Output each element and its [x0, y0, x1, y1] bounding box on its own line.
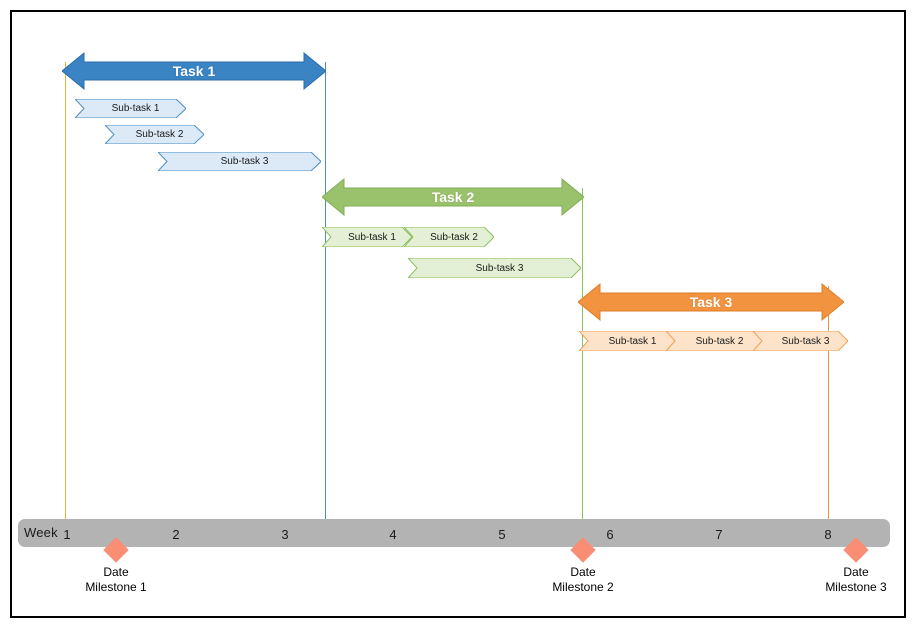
guide-line-task3-end — [828, 286, 829, 519]
task3-arrow-shape — [577, 282, 845, 322]
axis-tick-5: 5 — [498, 527, 506, 542]
task1-subtask-2[interactable]: Sub-task 2 — [105, 125, 204, 144]
milestone-3-label: Date Milestone 3 — [825, 565, 886, 595]
guide-line-task1-end — [325, 62, 326, 519]
axis-tick-1: 1 — [63, 527, 71, 542]
task-bar-task3[interactable]: Task 3 — [577, 281, 845, 323]
task3-subtask-3[interactable]: Sub-task 3 — [753, 331, 848, 351]
task1-subtask-1-shape — [75, 99, 186, 118]
milestone-2-line2: Milestone 2 — [552, 580, 614, 594]
task1-subtask-3[interactable]: Sub-task 3 — [158, 152, 321, 171]
axis-tick-2: 2 — [172, 527, 180, 542]
milestone-3[interactable]: Date Milestone 3 — [815, 537, 897, 601]
task3-subtask-2[interactable]: Sub-task 2 — [666, 331, 763, 351]
axis-week-label: Week — [24, 525, 58, 540]
axis-tick-8: 8 — [824, 527, 832, 542]
task3-subtask-3-shape — [753, 331, 848, 351]
timeline-axis-bar — [18, 519, 890, 547]
guide-line-task2-end — [582, 188, 583, 519]
task3-subtask-1[interactable]: Sub-task 1 — [579, 331, 676, 351]
task2-arrow-shape — [321, 177, 585, 217]
milestone-2-line1: Date — [570, 565, 596, 579]
milestone-1-line2: Milestone 1 — [85, 580, 147, 594]
task2-subtask-3[interactable]: Sub-task 3 — [408, 258, 581, 278]
chart-frame-border — [10, 10, 906, 618]
task2-subtask-1[interactable]: Sub-task 1 — [322, 227, 412, 247]
axis-tick-6: 6 — [606, 527, 614, 542]
task1-subtask-2-shape — [105, 125, 204, 144]
task1-subtask-3-shape — [158, 152, 321, 171]
task-bar-task2[interactable]: Task 2 — [321, 176, 585, 218]
milestone-3-line2: Milestone 3 — [825, 580, 887, 594]
task2-subtask-2-shape — [404, 227, 494, 247]
task2-subtask-3-shape — [408, 258, 581, 278]
milestone-1-line1: Date — [103, 565, 129, 579]
task2-subtask-2[interactable]: Sub-task 2 — [404, 227, 494, 247]
task-bar-task1[interactable]: Task 1 — [61, 50, 327, 92]
milestone-2[interactable]: Date Milestone 2 — [542, 537, 624, 601]
task1-arrow-shape — [61, 51, 327, 91]
milestone-1-label: Date Milestone 1 — [85, 565, 146, 595]
milestone-2-diamond-icon — [570, 537, 596, 563]
axis-tick-3: 3 — [281, 527, 289, 542]
guide-line-task1-start — [65, 62, 66, 519]
task2-subtask-1-shape — [322, 227, 412, 247]
task3-subtask-1-shape — [579, 331, 676, 351]
milestone-3-line1: Date — [843, 565, 869, 579]
axis-tick-7: 7 — [715, 527, 723, 542]
axis-tick-4: 4 — [389, 527, 397, 542]
task3-subtask-2-shape — [666, 331, 763, 351]
milestone-1[interactable]: Date Milestone 1 — [75, 537, 157, 601]
milestone-2-label: Date Milestone 2 — [552, 565, 613, 595]
milestone-1-diamond-icon — [103, 537, 129, 563]
milestone-3-diamond-icon — [843, 537, 869, 563]
task1-subtask-1[interactable]: Sub-task 1 — [75, 99, 186, 118]
